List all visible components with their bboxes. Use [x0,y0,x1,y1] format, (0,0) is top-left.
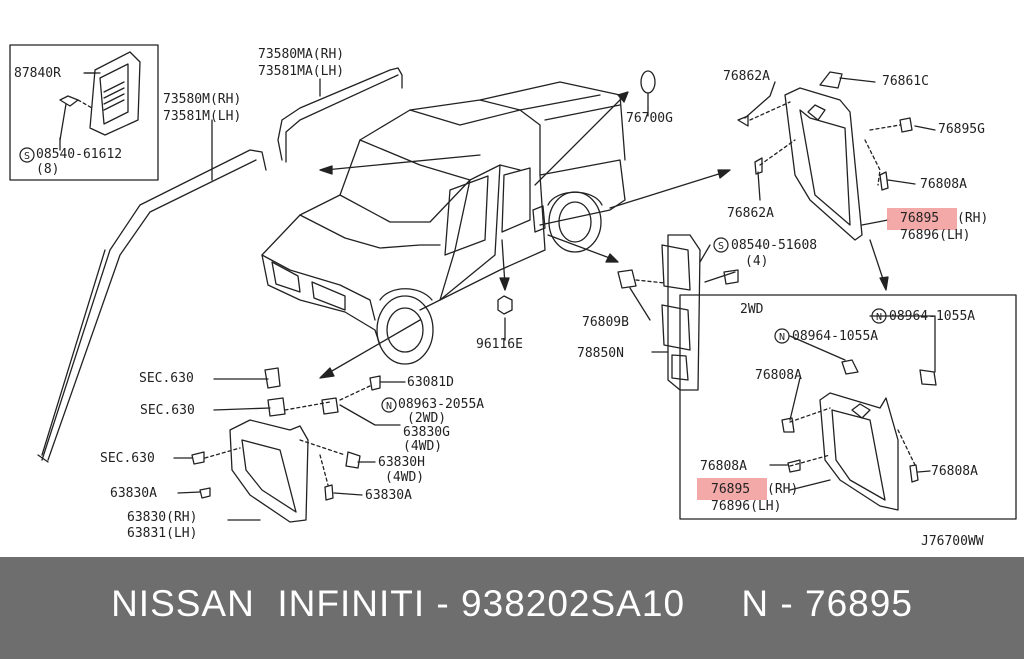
roof-rail-ma [277,67,403,163]
label-63830g-note: (4WD) [403,439,443,454]
highlight-76895-box [697,478,767,500]
label-73581m: 73581M(LH) [163,109,242,124]
s-circle-icon [19,147,35,163]
highlight-76895-top [887,208,957,230]
part-76700g [640,70,656,94]
mud-flap-top [737,71,913,241]
s-circle-icon [713,237,729,253]
label-76862a-mid: 76862A [727,206,774,221]
label-rh-suffix-box: (RH) [767,482,799,497]
part-96116e [497,295,513,315]
label-76862a-top: 76862A [723,69,770,84]
parts-diagram: S S N N N 87840R 08540-61612 (8) 73580MA… [9,44,1017,549]
label-63830g: 63830G [403,425,450,440]
mud-flap-lower-left [191,367,381,523]
label-76895g: 76895G [938,122,985,137]
label-73580ma: 73580MA(RH) [258,47,345,62]
truck-drawing [261,81,626,365]
label-76808a-box-b: 76808A [700,459,747,474]
mud-flap-2wd [781,359,937,511]
label-76808a-box-a: 76808A [755,368,802,383]
label-08540-61612: 08540-61612 [36,147,123,162]
label-08963-qty: (2WD) [407,411,447,426]
label-76895-rh-top: 76895 [900,211,940,226]
s-symbol: S [24,151,30,162]
label-73581ma: 73581MA(LH) [258,64,345,79]
s-symbol: S [718,241,724,252]
label-08963-2055a: 08963-2055A [398,397,485,412]
label-sec630-c: SEC.630 [100,451,155,466]
label-63081d: 63081D [407,375,454,390]
label-73580m: 73580M(RH) [163,92,242,107]
label-08964-a: 08964-1055A [889,309,976,324]
label-76700g: 76700G [626,111,673,126]
n-symbol: N [876,312,882,323]
n-symbol: N [386,401,392,412]
label-sec630-b: SEC.630 [140,403,195,418]
inset-box-2wd [679,294,1017,520]
label-sec630-a: SEC.630 [139,371,194,386]
label-08540-61612-qty: (8) [36,162,60,177]
label-87840r: 87840R [14,66,61,81]
label-63830h-note: (4WD) [385,470,425,485]
n-symbol: N [779,332,785,343]
n-circle-icon [774,328,790,344]
label-76808a-top: 76808A [920,177,967,192]
label-63830-rh: 63830(RH) [127,510,198,525]
label-63830a-left: 63830A [110,486,157,501]
inset-box-clip [9,44,159,181]
label-76895-rh-box: 76895 [711,482,751,497]
diagram-id: J76700WW [921,534,984,549]
label-76896-lh-top: 76896(LH) [900,228,971,243]
label-63830h: 63830H [378,455,425,470]
label-63830a-right: 63830A [365,488,412,503]
label-76861c: 76861C [882,74,929,89]
diagram-drawing: S S N N N [9,44,1017,523]
footer-bar: NISSAN INFINITI - 938202SA10 N - 76895 [0,557,1024,659]
label-96116e: 96116E [476,337,523,352]
leader-lines [59,72,936,521]
label-08540-51608: 08540-51608 [731,238,818,253]
clip-panel [89,51,141,136]
label-08964-b: 08964-1055A [792,329,879,344]
label-76808a-box-c: 76808A [931,464,978,479]
label-76809b: 76809B [582,315,629,330]
footer-text: NISSAN INFINITI - 938202SA10 N - 76895 [111,583,913,624]
roof-rail-m [37,149,267,463]
n-circle-icon [381,397,397,413]
label-2wd: 2WD [740,302,764,317]
bracket-78850n [617,234,739,391]
label-63831-lh: 63831(LH) [127,526,198,541]
label-76896-lh-box: 76896(LH) [711,499,782,514]
label-rh-suffix-top: (RH) [957,211,989,226]
n-circle-icon [871,308,887,324]
label-08540-51608-qty: (4) [745,254,769,269]
label-78850n: 78850N [577,346,624,361]
